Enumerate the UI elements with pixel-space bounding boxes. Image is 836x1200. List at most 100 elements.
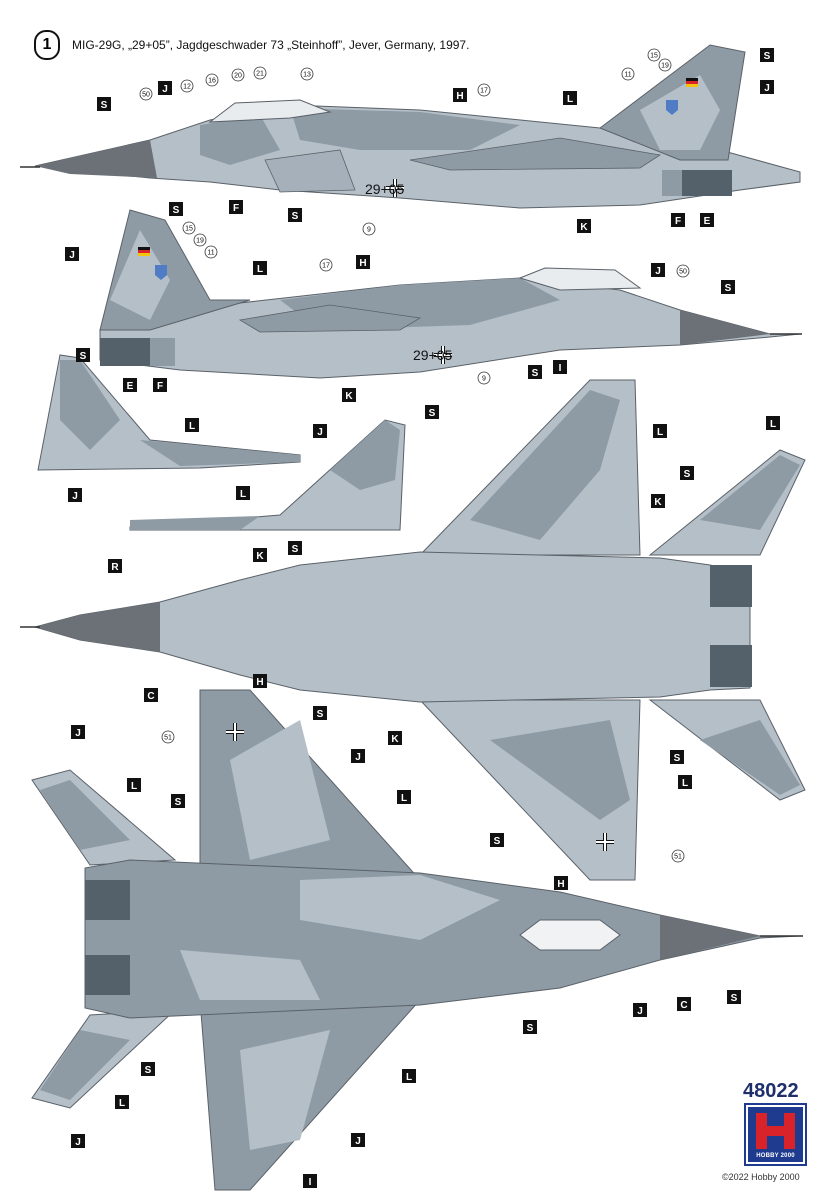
svg-text:L: L [406,1072,412,1083]
callout-letter-label: J [351,749,365,763]
callout-letter-label: E [700,213,714,227]
callout-letter-label: J [68,488,82,502]
svg-text:J: J [655,266,661,277]
svg-text:J: J [355,752,361,763]
callout-letter-label: L [678,775,692,789]
callout-letter-label: L [185,418,199,432]
svg-text:S: S [80,351,87,362]
svg-text:L: L [401,793,407,804]
svg-text:S: S [317,709,324,720]
callout-number-label: 20 [231,68,245,82]
svg-text:H: H [256,677,263,688]
top-view [20,379,806,881]
brand-h-icon [756,1113,795,1149]
svg-text:17: 17 [480,88,488,95]
svg-text:F: F [675,216,681,227]
svg-text:J: J [317,427,323,438]
callout-letter-label: R [108,559,122,573]
callout-letter-label: S [313,706,327,720]
callout-letter-label: S [141,1062,155,1076]
callout-number-label: 17 [319,258,333,272]
callout-letter-label: K [342,388,356,402]
callout-number-label: 51 [161,730,175,744]
svg-text:15: 15 [650,53,658,60]
callout-letter-label: S [288,541,302,555]
profile-title: MIG-29G, „29+05”, Jagdgeschwader 73 „Ste… [72,38,470,52]
callout-letter-label: F [671,213,685,227]
svg-text:S: S [175,797,182,808]
svg-text:L: L [131,781,137,792]
svg-text:I: I [309,1177,312,1188]
callout-letter-label: L [397,790,411,804]
bottom-view [31,689,803,1191]
svg-text:L: L [567,94,573,105]
svg-text:51: 51 [674,854,682,861]
callout-letter-label: S [425,405,439,419]
callout-letter-label: H [253,674,267,688]
callout-letter-label: L [115,1095,129,1109]
callout-letter-label: K [253,548,267,562]
svg-text:19: 19 [196,238,204,245]
svg-text:S: S [429,408,436,419]
callout-letter-label: L [766,416,780,430]
svg-text:S: S [764,51,771,62]
svg-text:S: S [292,544,299,555]
callout-letter-label: S [727,990,741,1004]
callout-number-label: 51 [671,849,685,863]
callout-letter-label: H [453,88,467,102]
callout-letter-label: S [760,48,774,62]
callout-number-label: 16 [205,73,219,87]
callout-letter-label: F [229,200,243,214]
svg-text:19: 19 [661,63,669,70]
svg-text:51: 51 [164,735,172,742]
svg-text:50: 50 [142,92,150,99]
svg-text:I: I [559,363,562,374]
model-number: 48022 [743,1080,799,1102]
callout-letter-label: S [169,202,183,216]
svg-text:K: K [654,497,662,508]
svg-text:C: C [680,1000,687,1011]
tail-detail-left [37,354,301,471]
svg-text:9: 9 [367,227,371,234]
callout-letter-label: L [653,424,667,438]
svg-text:S: S [292,211,299,222]
callout-number-label: 21 [253,66,267,80]
svg-text:H: H [557,879,564,890]
callout-number-label: 9 [362,222,376,236]
callout-letter-label: S [680,466,694,480]
svg-text:S: S [173,205,180,216]
callout-letter-label: S [670,750,684,764]
callout-letter-label: K [577,219,591,233]
svg-text:E: E [127,381,134,392]
callout-letter-label: J [313,424,327,438]
svg-text:16: 16 [208,78,216,85]
callout-number-label: 11 [621,67,635,81]
callout-number-label: 9 [477,371,491,385]
serial-marking-side-1: 29+05 [365,181,405,197]
profile-number-badge: 1 [34,30,60,60]
callout-number-label: 50 [139,87,153,101]
svg-text:S: S [145,1065,152,1076]
svg-text:S: S [674,753,681,764]
callout-letter-label: J [351,1133,365,1147]
svg-text:S: S [494,836,501,847]
svg-text:S: S [527,1023,534,1034]
svg-text:J: J [637,1006,643,1017]
svg-text:J: J [75,1137,81,1148]
svg-text:S: S [684,469,691,480]
svg-text:S: S [101,100,108,111]
brand-logo: HOBBY 2000 [744,1103,807,1166]
callout-letter-label: S [97,97,111,111]
svg-text:L: L [257,264,263,275]
svg-text:L: L [770,419,776,430]
callout-letter-label: L [253,261,267,275]
callout-letter-label: S [76,348,90,362]
serial-marking-side-2: 29+05 [413,347,453,363]
callout-number-label: 15 [182,221,196,235]
callout-letter-label: L [236,486,250,500]
callout-letter-label: L [127,778,141,792]
callout-letter-label: C [144,688,158,702]
svg-text:17: 17 [322,263,330,270]
